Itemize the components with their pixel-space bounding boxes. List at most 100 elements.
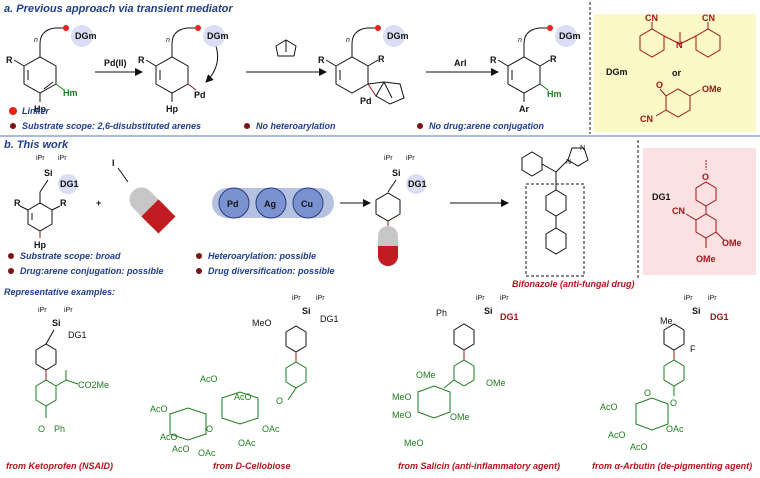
- svg-text:O: O: [38, 424, 45, 434]
- svg-text:or: or: [672, 68, 681, 78]
- svg-text:iPr: iPr: [708, 295, 717, 302]
- svg-text:O: O: [644, 388, 651, 398]
- bullet-b-2: Drug:arene conjugation: possible: [20, 266, 164, 276]
- svg-text:Hp: Hp: [34, 104, 46, 114]
- svg-text:R: R: [318, 55, 325, 65]
- linker-dot: [63, 25, 69, 31]
- svg-text:Hp: Hp: [34, 240, 46, 250]
- norbornene-icon: [275, 39, 297, 57]
- product-a: n R R DGm Hm Ar: [490, 25, 581, 114]
- svg-text:DGm: DGm: [207, 31, 229, 41]
- svg-text:Ag: Ag: [264, 199, 276, 209]
- svg-text:N: N: [676, 40, 683, 50]
- metal-catalysts: Pd Ag Cu: [212, 187, 334, 219]
- svg-text:O: O: [206, 424, 213, 434]
- pd-intermediate: n R DGm Pd Hp: [138, 25, 229, 114]
- svg-text:AcO: AcO: [234, 392, 252, 402]
- svg-text:OMe: OMe: [450, 412, 470, 422]
- svg-text:DGm: DGm: [606, 67, 628, 77]
- svg-text:AcO: AcO: [600, 402, 618, 412]
- svg-text:n: n: [346, 37, 350, 44]
- metal-pd: [218, 187, 250, 219]
- svg-text:Si: Si: [692, 306, 701, 316]
- silane-substrate: iPr iPr Si DG1 R R Hp: [14, 155, 79, 250]
- svg-text:F: F: [690, 344, 696, 354]
- example-cellobiose: iPr iPr Si DG1 MeO O AcO AcO AcO OAc O A…: [150, 295, 339, 471]
- bifonazole-structure: N N Bifonazole (anti-fungal drug): [512, 145, 634, 289]
- bullet-b-3: Heteroarylation: possible: [208, 251, 316, 261]
- svg-text:OAc: OAc: [666, 424, 684, 434]
- svg-text:Cu: Cu: [301, 199, 313, 209]
- svg-text:Ar: Ar: [519, 104, 529, 114]
- example-label-2: from D-Cellobiose: [213, 461, 291, 471]
- bullet-b-1: Substrate scope: broad: [20, 251, 121, 261]
- metal-cu: [292, 187, 324, 219]
- svg-text:DGm: DGm: [75, 31, 97, 41]
- svg-text:iPr: iPr: [58, 155, 67, 162]
- dgm-box: [594, 14, 756, 132]
- dg1-structure: O DG1 CN OMe OMe: [652, 160, 742, 264]
- svg-text:Si: Si: [44, 168, 53, 178]
- svg-text:Pd: Pd: [360, 96, 372, 106]
- svg-text:OAc: OAc: [262, 424, 280, 434]
- example-label-1: from Ketoprofen (NSAID): [6, 461, 113, 471]
- svg-text:Ph: Ph: [436, 308, 447, 318]
- svg-text:R: R: [378, 54, 385, 64]
- examples-title: Representative examples:: [4, 287, 115, 297]
- pd-norbornene-intermediate: n R R DGm Pd: [318, 25, 409, 106]
- reagent-ari: ArI: [454, 58, 467, 68]
- example-ketoprofen: iPr iPr Si DG1 CO2Me O Ph from Ketoprofe…: [6, 307, 113, 471]
- svg-text:DGm: DGm: [387, 31, 409, 41]
- svg-text:R: R: [490, 55, 497, 65]
- svg-text:n: n: [34, 37, 38, 44]
- dg1-box: [643, 148, 756, 275]
- svg-text:iPr: iPr: [38, 307, 47, 314]
- plus-sign: +: [96, 198, 101, 208]
- svg-text:iPr: iPr: [64, 307, 73, 314]
- svg-text:MeO: MeO: [404, 438, 424, 448]
- svg-text:DG1: DG1: [320, 314, 339, 324]
- svg-text:iPr: iPr: [406, 155, 415, 162]
- svg-text:R: R: [138, 55, 145, 65]
- svg-text:Si: Si: [52, 318, 61, 328]
- svg-text:iPr: iPr: [316, 295, 325, 302]
- svg-text:OMe: OMe: [696, 254, 716, 264]
- svg-text:O: O: [702, 172, 709, 182]
- svg-text:R: R: [6, 55, 13, 65]
- svg-text:Ph: Ph: [54, 424, 65, 434]
- bullet-b-4: Drug diversification: possible: [208, 266, 335, 276]
- svg-text:iPr: iPr: [684, 295, 693, 302]
- svg-text:N: N: [580, 145, 585, 152]
- svg-text:O: O: [276, 396, 283, 406]
- svg-text:Me: Me: [660, 316, 673, 326]
- example-salicin: iPr iPr Si DG1 Ph OMe OMe MeO MeO OMe Me…: [392, 295, 560, 471]
- example-label-3: from Salicin (anti-inflammatory agent): [398, 461, 560, 471]
- section-a-title: a. Previous approach via transient media…: [4, 3, 233, 15]
- svg-text:OMe: OMe: [416, 370, 436, 380]
- legend-linker: Linker: [22, 106, 50, 116]
- dgm-structure-2: O CN OMe: [640, 80, 722, 124]
- svg-text:Hp: Hp: [166, 104, 178, 114]
- example-arbutin: iPr iPr Si DG1 Me F O AcO AcO AcO OAc O …: [592, 295, 752, 471]
- svg-text:OMe: OMe: [702, 84, 722, 94]
- svg-text:DG1: DG1: [408, 179, 427, 189]
- svg-text:CO2Me: CO2Me: [78, 380, 109, 390]
- substrate-a: n R DGm Hm Hp: [6, 25, 97, 114]
- reagent-pd: Pd(II): [104, 58, 127, 68]
- svg-text:Si: Si: [392, 168, 401, 178]
- svg-text:CN: CN: [702, 13, 715, 23]
- bullet-a-3: No drug:arene conjugation: [429, 121, 545, 131]
- svg-text:iPr: iPr: [500, 295, 509, 302]
- svg-text:AcO: AcO: [200, 374, 218, 384]
- svg-text:AcO: AcO: [160, 432, 178, 442]
- svg-text:Hm: Hm: [547, 89, 562, 99]
- svg-text:OAc: OAc: [238, 438, 256, 448]
- dgm-structure-1: CN CN N DGm or: [606, 13, 721, 78]
- svg-text:O: O: [656, 80, 663, 90]
- svg-text:MeO: MeO: [392, 392, 412, 402]
- svg-text:iPr: iPr: [384, 155, 393, 162]
- svg-text:DGm: DGm: [559, 31, 581, 41]
- pill-aryl-iodide: I: [112, 158, 176, 234]
- svg-text:R: R: [60, 198, 67, 208]
